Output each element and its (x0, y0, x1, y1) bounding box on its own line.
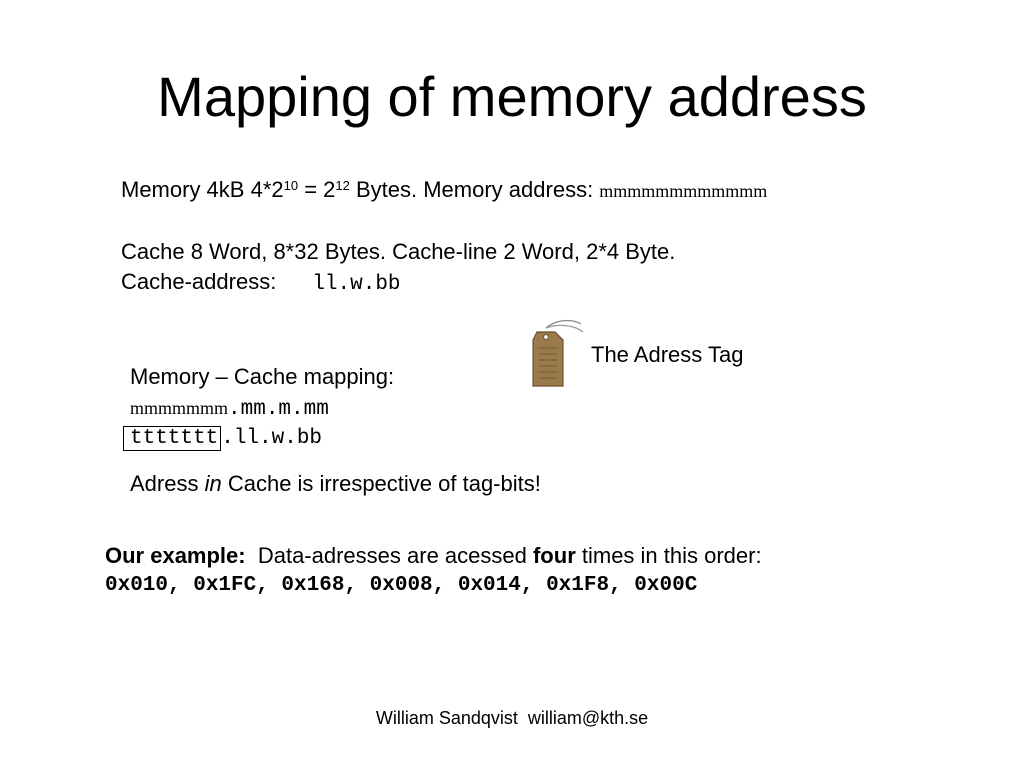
example-text-2: times in this order: (575, 543, 762, 568)
memory-low-bits: .mm.m.mm (228, 398, 329, 421)
address-tag-label: The Adress Tag (591, 342, 744, 367)
cache-bits: .ll.w.bb (221, 427, 323, 450)
memory-prefix: Memory 4kB 4*2 (121, 177, 284, 202)
tag-note-after: Cache is irrespective of tag-bits! (221, 471, 541, 496)
memory-exponent-1: 10 (283, 178, 299, 193)
slide-title: Mapping of memory address (157, 65, 867, 128)
example-emphasis: four (532, 543, 576, 568)
memory-suffix: Bytes. Memory address: (349, 177, 600, 202)
tag-note: Adress in Cache is irrespective of tag-b… (130, 470, 541, 498)
tag-bits-box: ttttttt (123, 426, 222, 451)
tag-note-italic: in (204, 471, 222, 496)
example-addresses: 0x010, 0x1FC, 0x168, 0x008, 0x014, 0x1F8… (105, 574, 698, 597)
memory-mid: = 2 (298, 177, 336, 202)
memory-mapping-line: mmmmmmm.mm.m.mm (130, 395, 329, 423)
memory-address-bits: mmmmmmmmmmmm (599, 181, 768, 201)
tag-note-before: Adress (130, 471, 205, 496)
cache-address-line: Cache-address: ll.w.bb (121, 268, 401, 299)
cache-mapping-line: ttttttt.ll.w.bb (123, 424, 323, 452)
footer-author: William Sandqvist william@kth.se (375, 708, 649, 728)
mapping-heading: Memory – Cache mapping: (130, 364, 395, 389)
example-text-1: Data-adresses are acessed (245, 543, 533, 568)
memory-size-line: Memory 4kB 4*210 = 212 Bytes. Memory add… (121, 176, 767, 205)
cache-size-line: Cache 8 Word, 8*32 Bytes. Cache-line 2 W… (121, 239, 676, 264)
example-label: Our example: (105, 543, 246, 568)
cache-address-bits: ll.w.bb (312, 273, 401, 296)
example-line: Our example: Data-adresses are acessed f… (105, 542, 762, 570)
address-tag-icon (532, 319, 584, 387)
cache-address-label: Cache-address: (121, 269, 277, 294)
memory-exponent-2: 12 (335, 178, 350, 193)
memory-high-bits: mmmmmmm (130, 398, 229, 418)
